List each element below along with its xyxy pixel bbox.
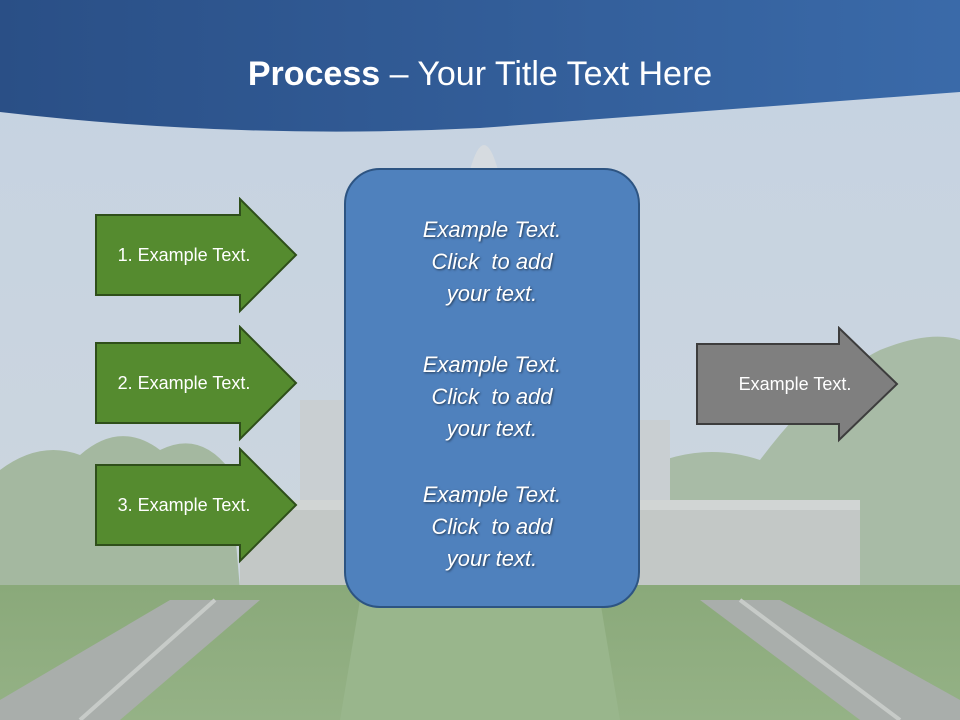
text-block-1[interactable]: Example Text. Click to add your text. [346,214,638,310]
text-line: Example Text. [422,352,562,377]
center-text-panel[interactable]: Example Text. Click to add your text. Ex… [344,168,640,608]
result-arrow-label: Example Text. [738,373,852,394]
text-line: your text. [446,416,538,441]
arrow-right-icon [95,197,298,314]
text-block-2[interactable]: Example Text. Click to add your text. [346,349,638,445]
text-line: Click to add [431,384,553,409]
title-rest: – Your Title Text Here [380,55,713,93]
arrow-right-icon [95,325,298,442]
step-arrow-2[interactable]: 2. Example Text. [94,325,298,445]
arrow-right-icon [95,447,298,564]
text-block-3[interactable]: Example Text. Click to add your text. [346,479,638,575]
text-line: Click to add [431,249,553,274]
step-arrow-1[interactable]: 1. Example Text. [94,197,298,317]
arrow-right-icon [696,326,899,443]
text-line: your text. [446,281,538,306]
title-bold: Process [247,55,381,93]
step-arrow-label: 3. Example Text. [117,494,251,515]
title-banner [0,0,960,132]
page-title: Process – Your Title Text Here [0,52,960,96]
step-arrow-3[interactable]: 3. Example Text. [94,447,298,567]
text-line: your text. [446,546,538,571]
text-line: Click to add [431,514,553,539]
text-line: Example Text. [422,482,562,507]
step-arrow-label: 1. Example Text. [117,244,251,265]
step-arrow-label: 2. Example Text. [117,372,251,393]
result-arrow[interactable]: Example Text. [695,326,899,446]
text-line: Example Text. [422,217,562,242]
